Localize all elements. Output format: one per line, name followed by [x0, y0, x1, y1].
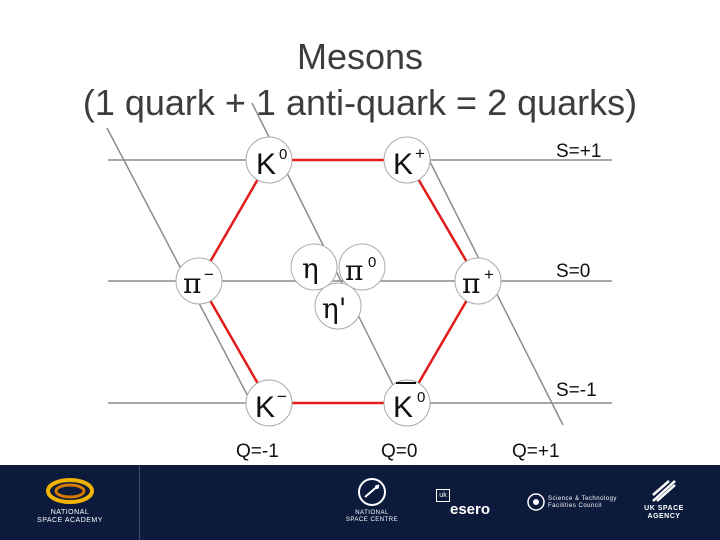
strangeness-label-minus1: S=-1: [556, 380, 597, 401]
piplus-sup: +: [484, 265, 494, 284]
k0bar-sup: 0: [417, 389, 425, 406]
etaprime-label: η': [322, 292, 346, 325]
footer-divider: [139, 465, 140, 540]
pi0-label: π: [345, 254, 363, 287]
national-space-academy-text: NATIONAL SPACE ACADEMY: [37, 509, 103, 524]
uk-space-agency-text: UK SPACE AGENCY: [644, 505, 684, 520]
k0-sup: 0: [279, 146, 287, 163]
uk-space-agency-logo-icon: [652, 480, 676, 502]
charge-label-plus1: Q=+1: [512, 441, 560, 462]
etaprime-circle: [314, 282, 362, 330]
esero-uk-badge: uk: [436, 489, 450, 502]
stfc-logo-icon: [527, 493, 545, 511]
kplus-sup: +: [415, 144, 425, 163]
meson-octet-diagram: K 0 K + π − η π 0 η' π + K − K 0 S=+1 S=…: [106, 102, 612, 462]
pi0-sup: 0: [368, 254, 376, 271]
charge-label-zero: Q=0: [381, 441, 417, 462]
kminus-circle: [245, 379, 293, 427]
piplus-circle: [454, 257, 502, 305]
national-space-academy-logo-icon: [46, 478, 94, 504]
strangeness-label-plus1: S=+1: [556, 141, 601, 162]
kminus-sup: −: [277, 387, 287, 406]
title-line-1: Mesons: [296, 36, 424, 77]
esero-logo-text: esero: [450, 501, 491, 518]
national-space-centre-text: NATIONAL SPACE CENTRE: [345, 510, 399, 523]
k0-circle: [245, 136, 293, 184]
footer-logo-bar: NATIONAL SPACE ACADEMY NATIONAL SPACE CE…: [0, 465, 720, 540]
slide-title: Mesons (1 quark + 1 anti-quark = 2 quark…: [0, 34, 720, 126]
kplus-label: K: [393, 148, 413, 181]
k0-label: K: [256, 148, 276, 181]
charge-label-minus1: Q=-1: [236, 441, 279, 462]
k0bar-circle: [383, 379, 431, 427]
national-space-centre-logo-icon: [358, 478, 386, 506]
kplus-circle: [383, 136, 431, 184]
piminus-circle: [175, 257, 223, 305]
piminus-label: π: [183, 267, 201, 300]
kminus-label: K: [255, 391, 275, 424]
pi0-circle: [338, 243, 386, 291]
eta-circle: [290, 243, 338, 291]
strangeness-label-zero: S=0: [556, 261, 590, 282]
stfc-text: Science & Technology Facilities Council: [548, 496, 617, 509]
title-line-2: (1 quark + 1 anti-quark = 2 quarks): [82, 82, 638, 123]
k0bar-label: K: [393, 391, 413, 424]
piminus-sup: −: [204, 265, 214, 284]
eta-label: η: [302, 252, 319, 285]
piplus-label: π: [462, 267, 480, 300]
